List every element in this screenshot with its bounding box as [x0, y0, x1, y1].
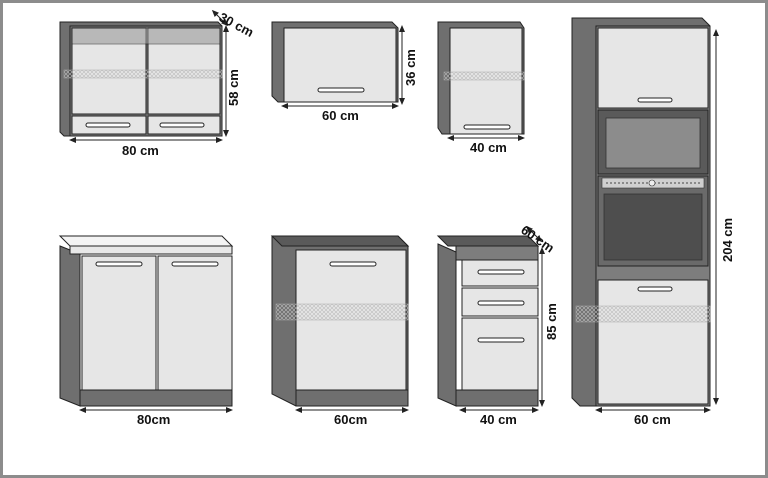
worktop — [58, 235, 234, 247]
worktop — [270, 235, 410, 247]
tall-top-door — [597, 27, 709, 109]
tall-bottom-door — [597, 279, 709, 405]
handle — [85, 122, 131, 128]
dimension-line — [525, 225, 543, 243]
glass-shelf — [275, 303, 409, 321]
base-wide-width-label: 80cm — [137, 412, 170, 427]
upper-flap-height-label: 36 cm — [403, 49, 418, 86]
base-drawer-width-label: 40 cm — [480, 412, 517, 427]
upper-wide-cabinet — [59, 21, 223, 137]
upper-wide-height-label: 58 cm — [226, 69, 241, 106]
glass-shelf — [443, 71, 525, 81]
handle — [463, 124, 511, 130]
handle — [95, 261, 143, 267]
base-wide-cabinet — [58, 235, 234, 407]
handle — [159, 122, 205, 128]
handle — [477, 300, 525, 306]
upper-narrow-width-label: 40 cm — [470, 140, 507, 155]
handle — [171, 261, 219, 267]
handle — [477, 269, 525, 275]
handle — [637, 286, 673, 292]
drawer-3 — [461, 317, 539, 391]
base-single-cabinet — [270, 235, 410, 407]
base-single-width-label: 60cm — [334, 412, 367, 427]
dimension-line — [211, 9, 229, 27]
handle — [637, 97, 673, 103]
tall-oven-cabinet — [571, 17, 711, 407]
upper-wide-depth-label: 30 cm — [217, 9, 257, 40]
tall-width-label: 60 cm — [634, 412, 671, 427]
plinth — [79, 389, 233, 407]
base-drawer-height-label: 85 cm — [544, 303, 559, 340]
handle — [477, 337, 525, 343]
upper-narrow-cabinet — [437, 21, 525, 135]
handle — [329, 261, 377, 267]
upper-flap-cabinet — [271, 21, 399, 103]
plinth — [455, 389, 539, 407]
glass-shelf — [63, 69, 223, 79]
base-wide-door-right — [157, 255, 233, 391]
plinth — [295, 389, 409, 407]
glass-shelf — [575, 305, 711, 323]
upper-narrow-door — [449, 27, 523, 135]
base-drawer-cabinet — [436, 235, 540, 407]
handle — [317, 87, 365, 93]
upper-wide-width-label: 80 cm — [122, 143, 159, 158]
base-wide-door-left — [81, 255, 157, 391]
tall-height-label: 204 cm — [720, 218, 735, 262]
upper-flap-width-label: 60 cm — [322, 108, 359, 123]
